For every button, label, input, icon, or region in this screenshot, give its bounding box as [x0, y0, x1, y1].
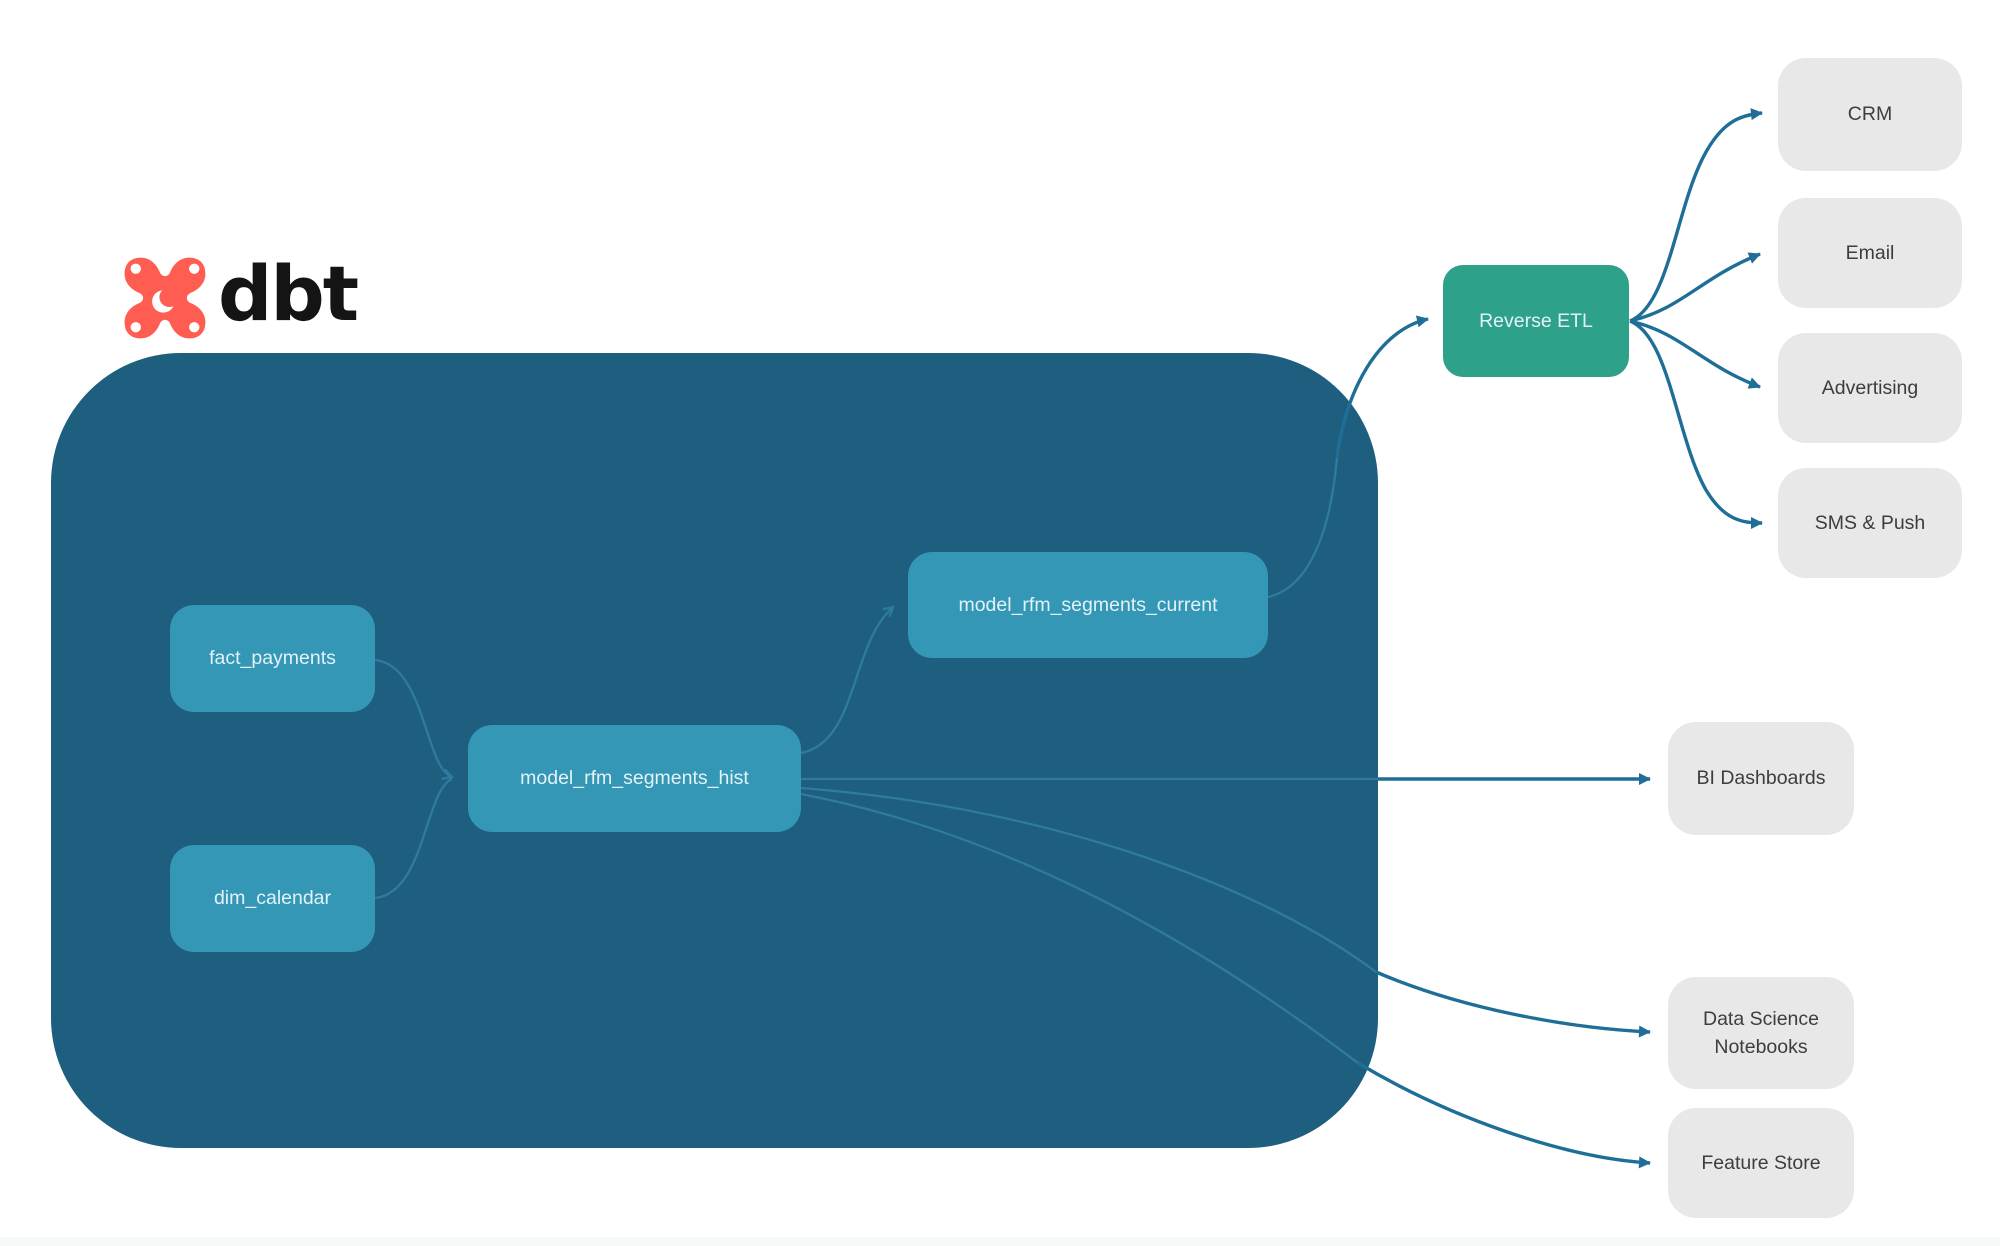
node-data-science-notebooks-label: Data Science Notebooks [1703, 1007, 1819, 1058]
node-feature-store: Feature Store [1668, 1108, 1854, 1218]
edge-hist-to-notebooks [1375, 970, 1651, 1038]
node-data-science-notebooks: Data Science Notebooks [1668, 977, 1854, 1089]
dbt-logo-text: dbt [218, 249, 359, 338]
node-crm-label: CRM [1847, 103, 1893, 126]
node-email-label: Email [1845, 241, 1895, 264]
node-feature-store-label: Feature Store [1701, 1151, 1821, 1174]
node-email: Email [1778, 198, 1962, 308]
edge-reverse-etl-to-sms-push [1629, 319, 1763, 529]
dbt-logo-icon [124, 257, 206, 339]
node-reverse-etl: Reverse ETL [1443, 265, 1629, 377]
edge-reverse-etl-to-email [1629, 252, 1761, 323]
node-crm: CRM [1778, 58, 1962, 171]
node-sms-push: SMS & Push [1778, 468, 1962, 578]
node-sms-push-label: SMS & Push [1814, 511, 1926, 534]
edge-hist-to-feature-store [1357, 1061, 1651, 1169]
node-advertising-label: Advertising [1821, 376, 1919, 399]
node-fact-payments: fact_payments [170, 605, 375, 712]
node-model-rfm-segments-current: model_rfm_segments_current [908, 552, 1268, 658]
edge-reverse-etl-to-advertising [1629, 319, 1761, 389]
node-advertising: Advertising [1778, 333, 1962, 443]
node-reverse-etl-label: Reverse ETL [1479, 309, 1593, 332]
node-dim-calendar-label: dim_calendar [213, 887, 332, 909]
node-model-rfm-segments-current-label: model_rfm_segments_current [958, 593, 1218, 616]
node-bi-dashboards: BI Dashboards [1668, 722, 1854, 835]
dbt-logo: dbt [122, 249, 359, 344]
node-fact-payments-label: fact_payments [209, 647, 336, 669]
node-bi-dashboards-label: BI Dashboards [1696, 767, 1826, 790]
node-model-rfm-segments-hist-label: model_rfm_segments_hist [520, 767, 749, 789]
node-model-rfm-segments-hist: model_rfm_segments_hist [468, 725, 801, 832]
bottom-strip [0, 1237, 2000, 1246]
edge-reverse-etl-to-crm [1629, 108, 1763, 323]
node-dim-calendar: dim_calendar [170, 845, 375, 952]
